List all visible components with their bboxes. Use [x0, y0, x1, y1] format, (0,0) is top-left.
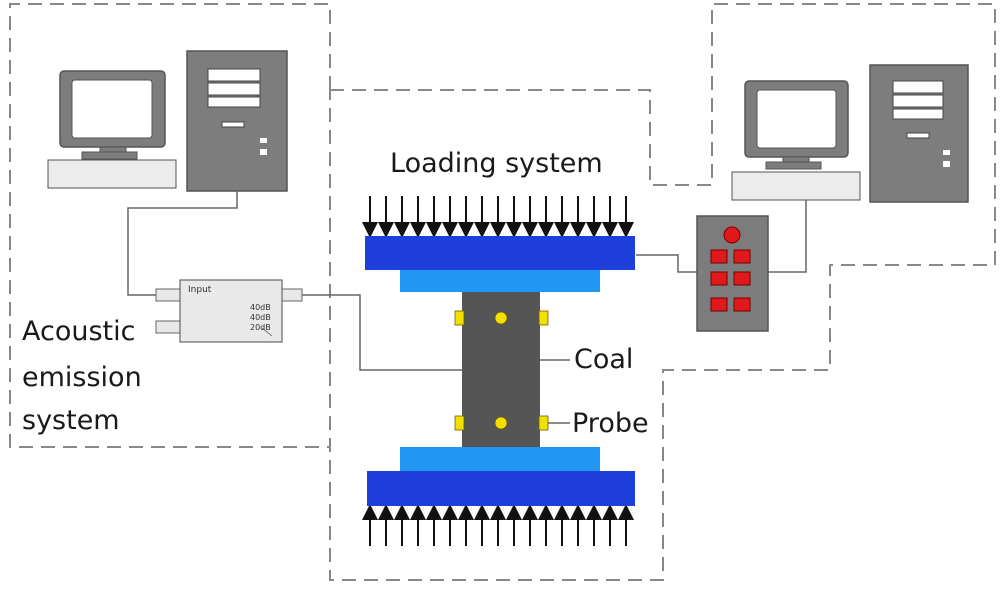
- acoustic-system-label-line3: system: [22, 405, 120, 436]
- wire-amplifier-to-probe: [300, 294, 462, 371]
- probe-label: Probe: [572, 408, 649, 439]
- amplifier-gain-2: 40dB: [250, 313, 271, 322]
- amplifier-icon: [155, 279, 303, 343]
- keyboard-icon: [47, 159, 177, 189]
- probe-dot: [494, 416, 508, 430]
- tower-icon: [869, 64, 969, 203]
- loading-system-label: Loading system: [390, 148, 603, 179]
- bottom-platen: [367, 471, 635, 506]
- load-arrows-top: [362, 196, 634, 238]
- dashed-boundaries: [9, 3, 996, 581]
- probe-sensors: [454, 310, 549, 431]
- coal-label: Coal: [574, 344, 634, 375]
- acoustic-system-label-line1: Acoustic: [22, 316, 136, 347]
- monitor-icon: [744, 80, 849, 170]
- amplifier-gain-1: 40dB: [250, 303, 271, 312]
- probe-clip: [538, 415, 549, 431]
- probe-clip: [454, 415, 465, 431]
- amplifier-gain-3: 20dB: [250, 323, 271, 332]
- top-platen: [365, 236, 635, 270]
- monitor-icon: [59, 70, 166, 160]
- amplifier-input-label: Input: [188, 285, 212, 295]
- right-computer: [731, 64, 969, 203]
- load-arrows-bottom: [362, 504, 634, 546]
- acoustic-system-boundary: [9, 3, 331, 448]
- probe-clip: [454, 310, 465, 326]
- wire-pc-to-amplifier: [127, 191, 238, 296]
- left-computer: [47, 50, 288, 192]
- loading-system-boundary: [329, 3, 996, 581]
- control-box-icon: [696, 215, 769, 332]
- wires: [127, 191, 807, 424]
- wire-platen-to-controller: [636, 254, 697, 273]
- acoustic-system-label-line2: emission: [22, 362, 142, 393]
- probe-clip: [538, 310, 549, 326]
- wire-controller-to-pc: [768, 200, 807, 273]
- top-platen-base: [400, 270, 600, 292]
- tower-icon: [186, 50, 288, 192]
- probe-dot: [494, 311, 508, 325]
- keyboard-icon: [731, 171, 861, 201]
- bottom-platen-base: [400, 447, 600, 471]
